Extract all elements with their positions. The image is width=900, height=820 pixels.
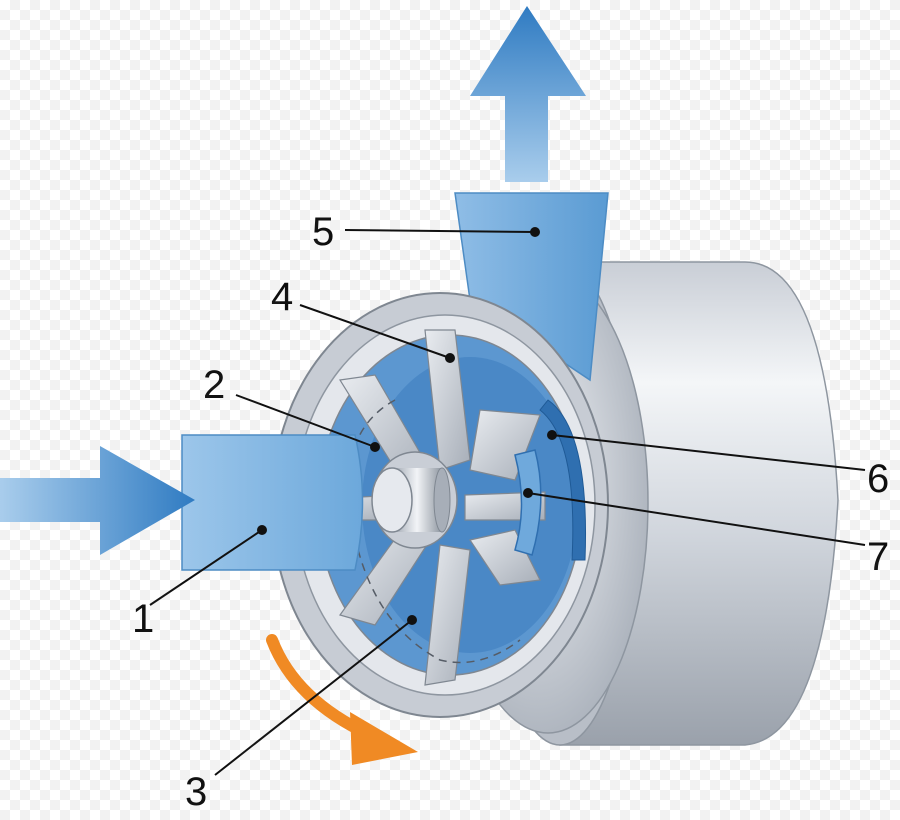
blade-lower-right bbox=[469, 529, 541, 586]
slot-outer bbox=[539, 399, 586, 561]
leader-line-7 bbox=[527, 492, 866, 546]
leader-dot-1 bbox=[257, 525, 267, 535]
leader-line-2 bbox=[235, 394, 376, 448]
callout-label-4: 4 bbox=[271, 275, 293, 319]
leader-dot-2 bbox=[370, 442, 380, 452]
impeller-blades bbox=[304, 329, 546, 686]
leader-line-5 bbox=[344, 229, 536, 233]
impeller-hub bbox=[371, 451, 458, 549]
callout-label-2: 2 bbox=[203, 363, 225, 407]
blade-upper-right bbox=[469, 409, 541, 481]
slot-inner bbox=[514, 449, 542, 556]
leader-line-1 bbox=[149, 529, 263, 606]
leader-line-3 bbox=[214, 619, 413, 776]
leader-dot-6 bbox=[547, 430, 557, 440]
callout-label-7: 7 bbox=[867, 535, 889, 579]
leader-lines bbox=[149, 229, 866, 776]
outlet-duct bbox=[454, 192, 609, 382]
callout-label-3: 3 bbox=[185, 770, 207, 814]
callout-labels: 1 2 3 4 5 6 7 bbox=[132, 210, 889, 814]
inlet-airflow-arrow bbox=[0, 446, 195, 555]
callout-label-6: 6 bbox=[867, 457, 889, 501]
leader-dot-7 bbox=[523, 488, 533, 498]
blade-bottom bbox=[424, 544, 471, 686]
inner-slots bbox=[514, 399, 586, 561]
leader-line-4 bbox=[299, 304, 451, 359]
callout-label-5: 5 bbox=[312, 210, 334, 254]
outlet-airflow-arrow bbox=[470, 6, 586, 182]
callout-label-1: 1 bbox=[132, 597, 154, 641]
inlet-duct bbox=[181, 434, 364, 571]
leader-line-6 bbox=[551, 434, 866, 471]
blade-top bbox=[424, 329, 471, 471]
leader-dots bbox=[257, 227, 557, 625]
leader-dot-4 bbox=[445, 353, 455, 363]
rotation-direction-arrow bbox=[266, 634, 418, 765]
leader-dot-5 bbox=[530, 227, 540, 237]
leader-dot-3 bbox=[407, 615, 417, 625]
